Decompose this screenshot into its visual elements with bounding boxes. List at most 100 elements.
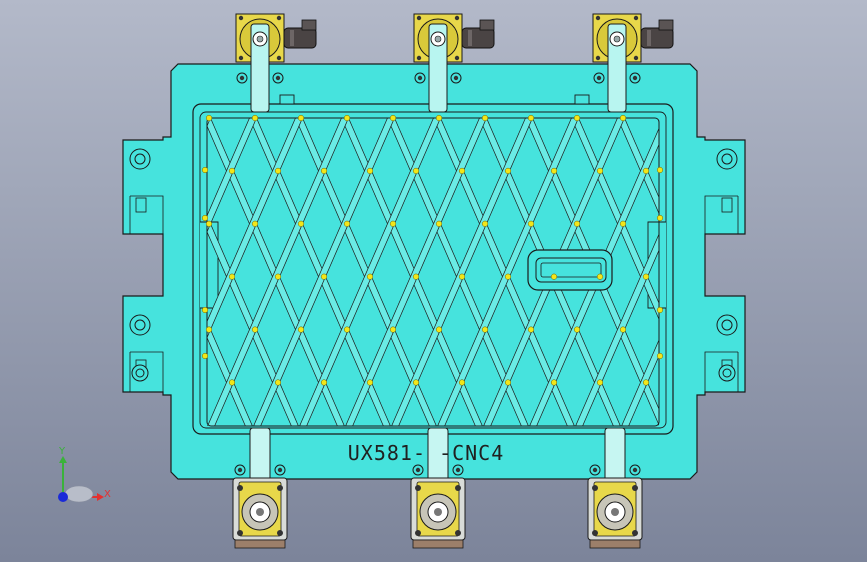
lattice-border <box>206 117 660 427</box>
lattice-edge <box>207 125 338 426</box>
locating-pins <box>201 114 664 386</box>
mount-hole-icon <box>131 364 149 382</box>
label-slot <box>527 249 613 291</box>
clamp-top-icon <box>413 13 495 113</box>
locating-pin <box>297 326 305 333</box>
clamp-top-icon <box>235 13 317 113</box>
lattice-edge <box>207 118 342 426</box>
locating-pin <box>228 379 236 386</box>
locating-pin <box>343 114 351 122</box>
lattice-edge <box>571 118 659 321</box>
lattice-edge <box>387 118 522 426</box>
locating-pin <box>412 167 420 174</box>
lattice-edge <box>575 233 659 426</box>
lattice-bar <box>621 339 659 426</box>
locating-pin <box>366 167 374 174</box>
locating-pin <box>201 352 209 360</box>
lattice-edge <box>207 118 250 217</box>
locating-pin <box>251 220 259 227</box>
locating-pin <box>596 167 604 174</box>
locating-pin <box>366 273 374 280</box>
lattice-edge <box>207 336 246 426</box>
lattice-edge <box>433 118 568 426</box>
locating-pin <box>412 273 420 280</box>
locating-pin <box>550 167 558 174</box>
mount-hole-icon <box>716 148 738 170</box>
locating-pin <box>205 326 213 333</box>
lattice-bar <box>575 233 659 426</box>
locating-pin <box>251 326 259 333</box>
lattice-edge <box>617 118 659 215</box>
locating-pin <box>389 114 397 122</box>
locating-pin <box>656 166 664 174</box>
locating-pin <box>320 273 328 280</box>
locating-pin <box>205 220 213 227</box>
clamp-bottom-icon <box>232 427 288 549</box>
locating-pin <box>619 114 627 122</box>
locating-pin <box>228 273 236 280</box>
clamp-bottom-icon <box>587 427 643 549</box>
locating-pin <box>343 326 351 333</box>
axis-y-label: Y <box>58 446 66 457</box>
lattice-edge <box>207 230 292 426</box>
locating-pin <box>435 326 443 333</box>
lattice-edge <box>207 118 296 323</box>
top-clamps <box>235 13 674 113</box>
lattice-bar <box>207 215 299 426</box>
locating-pin <box>504 379 512 386</box>
locating-pin <box>642 167 650 174</box>
locating-pin <box>573 326 581 333</box>
locating-pin <box>504 167 512 174</box>
locating-pin <box>642 379 650 386</box>
locating-pin <box>274 379 282 386</box>
locating-pin <box>596 379 604 386</box>
mount-holes <box>129 148 738 382</box>
locating-pin <box>274 273 282 280</box>
top-pads <box>279 94 590 105</box>
locating-pin <box>481 114 489 122</box>
locating-pin <box>412 379 420 386</box>
mount-hole-icon <box>716 314 738 336</box>
part-label: UX581- -CNC4 <box>348 441 505 465</box>
locating-pin <box>656 352 664 360</box>
locating-pin <box>251 114 259 122</box>
locating-pin <box>481 220 489 227</box>
locating-pin <box>504 273 512 280</box>
clamp-top-icon <box>592 13 674 113</box>
lattice-edge <box>345 118 480 426</box>
locating-pin <box>619 220 627 227</box>
mount-hole-icon <box>718 364 736 382</box>
locating-pin <box>573 220 581 227</box>
axis-x-label: X <box>104 489 111 500</box>
locating-pin <box>481 326 489 333</box>
locating-pin <box>343 220 351 227</box>
locating-pin <box>458 273 466 280</box>
locating-pin <box>320 379 328 386</box>
lattice-edge <box>582 249 659 426</box>
locating-pin <box>458 379 466 386</box>
locating-pin <box>274 167 282 174</box>
locating-pin <box>435 114 443 122</box>
locating-pin <box>656 214 664 222</box>
lattice-edge <box>299 118 434 426</box>
lattice-edge <box>295 118 430 426</box>
locating-pin <box>656 306 664 314</box>
locating-pin <box>201 214 209 222</box>
mount-hole-icon <box>129 148 151 170</box>
locating-pin <box>527 326 535 333</box>
locating-pin <box>201 166 209 174</box>
locating-pin <box>573 114 581 122</box>
locating-pin <box>205 114 213 122</box>
locating-pin <box>619 326 627 333</box>
lattice-bar <box>207 320 253 426</box>
clamp-bottom-icon <box>410 427 466 549</box>
locating-pin <box>201 306 209 314</box>
lattice-edge <box>249 118 384 426</box>
locating-pin <box>320 167 328 174</box>
mount-hole-icon <box>129 314 151 336</box>
locating-pin <box>458 167 466 174</box>
locating-pin <box>550 273 558 280</box>
locating-pin <box>366 379 374 386</box>
